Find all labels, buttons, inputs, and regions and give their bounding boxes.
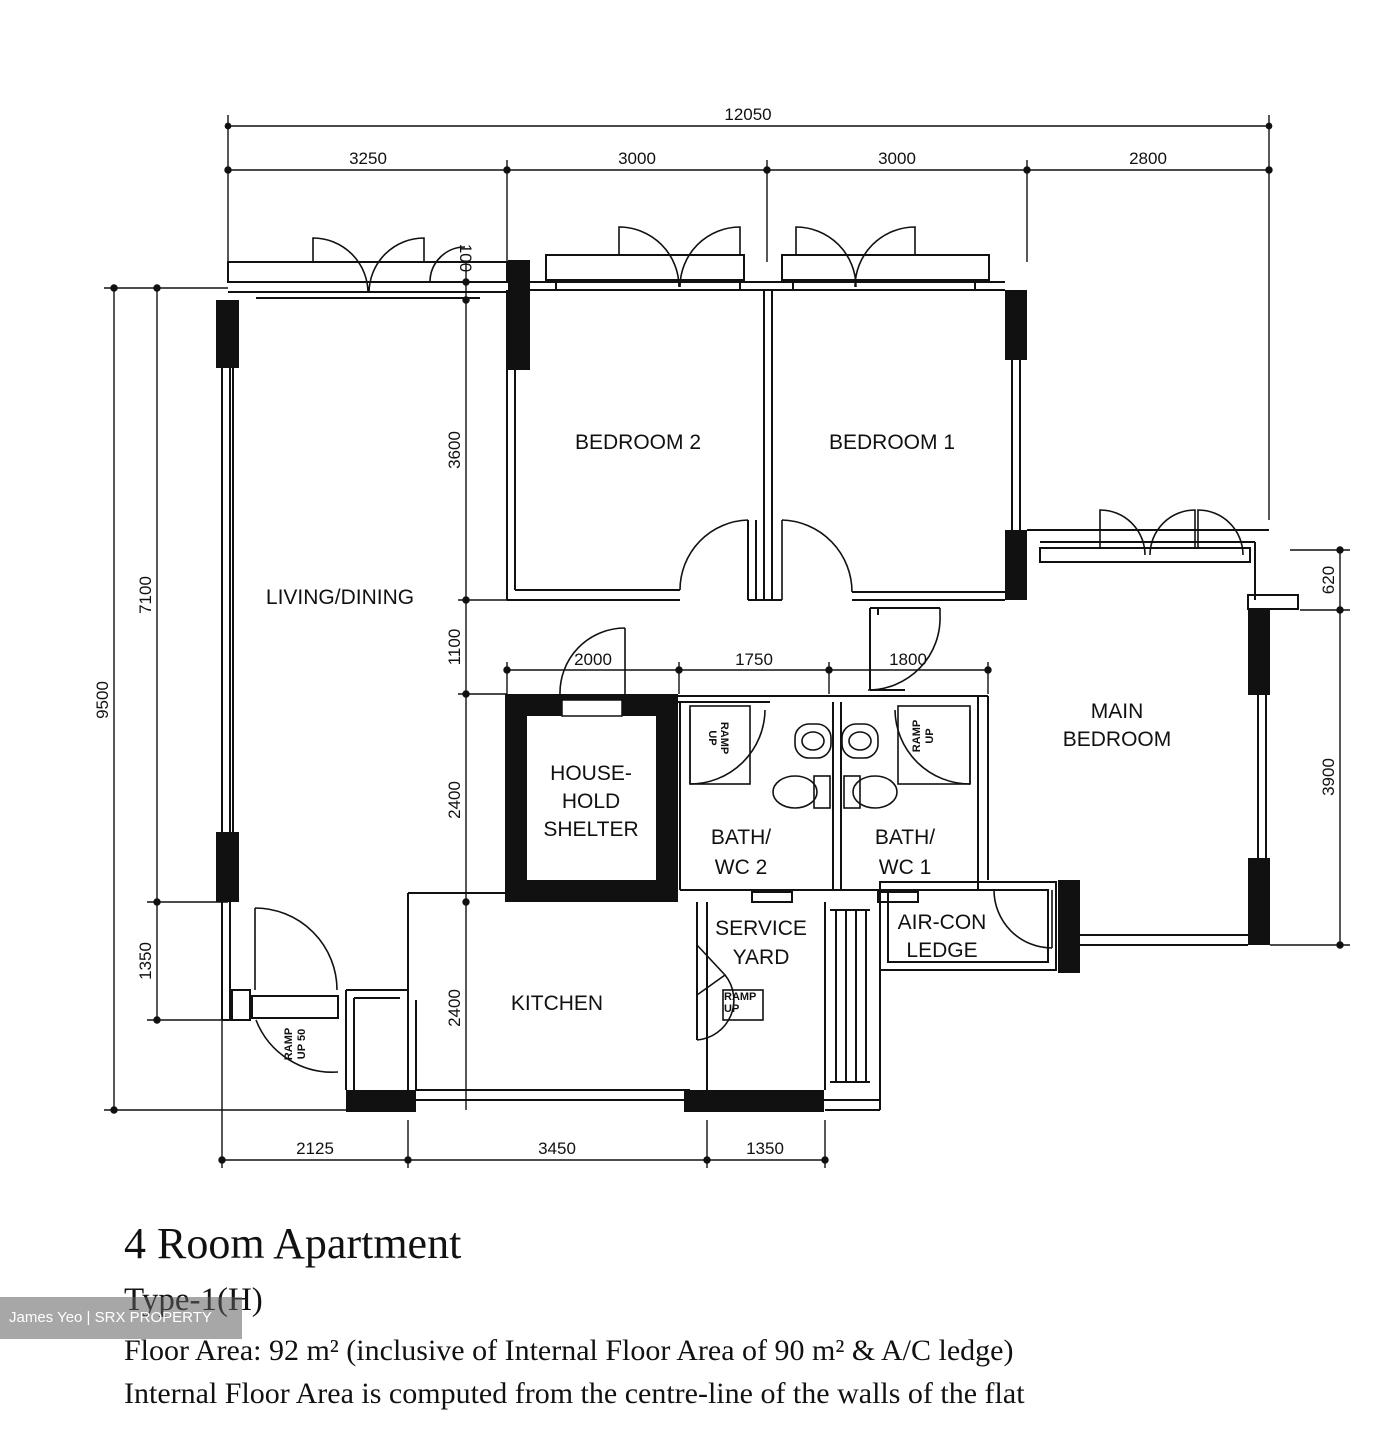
label-bedroom-1: BEDROOM 1 [829, 431, 955, 454]
plan-title: 4 Room Apartment [124, 1219, 462, 1268]
dim-left-total: 9500 [93, 681, 112, 719]
dim-inner-100: 100 [456, 244, 475, 272]
label-main-bedroom-line-2: BEDROOM [1063, 728, 1172, 751]
label-shelter-line-2: HOLD [562, 790, 620, 813]
sanitary-fixtures [689, 705, 971, 1021]
dim-middle-3: 1800 [889, 650, 927, 669]
dim-bottom-3: 1350 [746, 1139, 784, 1158]
dim-inner-2400-lower: 2400 [445, 989, 464, 1027]
dim-top-1: 3250 [349, 149, 387, 168]
dim-top-2: 3000 [618, 149, 656, 168]
dim-middle-1: 2000 [574, 650, 612, 669]
floor-area-text: Floor Area: 92 m² (inclusive of Internal… [124, 1334, 1014, 1367]
internal-area-note: Internal Floor Area is computed from the… [124, 1377, 1025, 1410]
dim-top-3: 3000 [878, 149, 916, 168]
label-shelter-line-3: SHELTER [543, 818, 638, 841]
ramp-service-line-2: UP [724, 1003, 739, 1015]
label-living-dining: LIVING/DINING [266, 586, 414, 609]
dim-left-lower: 1350 [136, 942, 155, 980]
dim-inner-1100: 1100 [445, 629, 464, 666]
label-main-bedroom-line-1: MAIN [1091, 700, 1144, 723]
dim-inner-3600: 3600 [445, 431, 464, 469]
label-service-yard-line-2: YARD [733, 946, 790, 969]
label-bedroom-2: BEDROOM 2 [575, 431, 701, 454]
dim-bottom-1: 2125 [296, 1139, 334, 1158]
label-kitchen: KITCHEN [511, 992, 603, 1015]
ramp-service-line-1: RAMP [724, 991, 756, 1003]
dim-top-4: 2800 [1129, 149, 1167, 168]
label-shelter-line-1: HOUSE- [550, 762, 632, 785]
label-aircon-ledge-line-2: LEDGE [906, 939, 977, 962]
label-aircon-ledge-line-1: AIR-CON [898, 911, 987, 934]
ramp-entrance-line-2: UP 50 [296, 1029, 308, 1059]
dimension-lines [104, 115, 1350, 1168]
ramp-entrance-line-1: RAMP [283, 1028, 295, 1060]
dim-left-inner: 7100 [136, 576, 155, 614]
label-bath-wc-1-line-2: WC 1 [879, 856, 932, 879]
ramp-bath-2-line-2: UP [706, 730, 718, 745]
door-swings [254, 226, 1244, 1073]
structural-columns [216, 260, 1270, 1112]
watermark: James Yeo | SRX PROPERTY [0, 1297, 242, 1339]
dim-right-620: 620 [1319, 566, 1338, 594]
room-labels: BEDROOM 2 BEDROOM 1 LIVING/DINING MAIN B… [266, 431, 1171, 1015]
ramp-bath-1-line-1: RAMP [911, 720, 923, 752]
ramp-labels: RAMP UP RAMP UP RAMP UP RAMP UP 50 [283, 720, 936, 1060]
walls [221, 254, 1299, 1111]
dim-bottom-2: 3450 [538, 1139, 576, 1158]
household-shelter-walls [505, 694, 678, 902]
label-service-yard-line-1: SERVICE [715, 917, 807, 940]
dim-inner-2400-upper: 2400 [445, 781, 464, 819]
label-bath-wc-1-line-1: BATH/ [875, 826, 935, 849]
dim-overall-width: 12050 [724, 105, 771, 124]
dim-middle-2: 1750 [735, 650, 773, 669]
label-bath-wc-2-line-1: BATH/ [711, 826, 771, 849]
ramp-bath-2-line-1: RAMP [718, 722, 730, 754]
label-bath-wc-2-line-2: WC 2 [715, 856, 768, 879]
ramp-bath-1-line-2: UP [924, 728, 936, 743]
dim-right-3900: 3900 [1319, 758, 1338, 796]
